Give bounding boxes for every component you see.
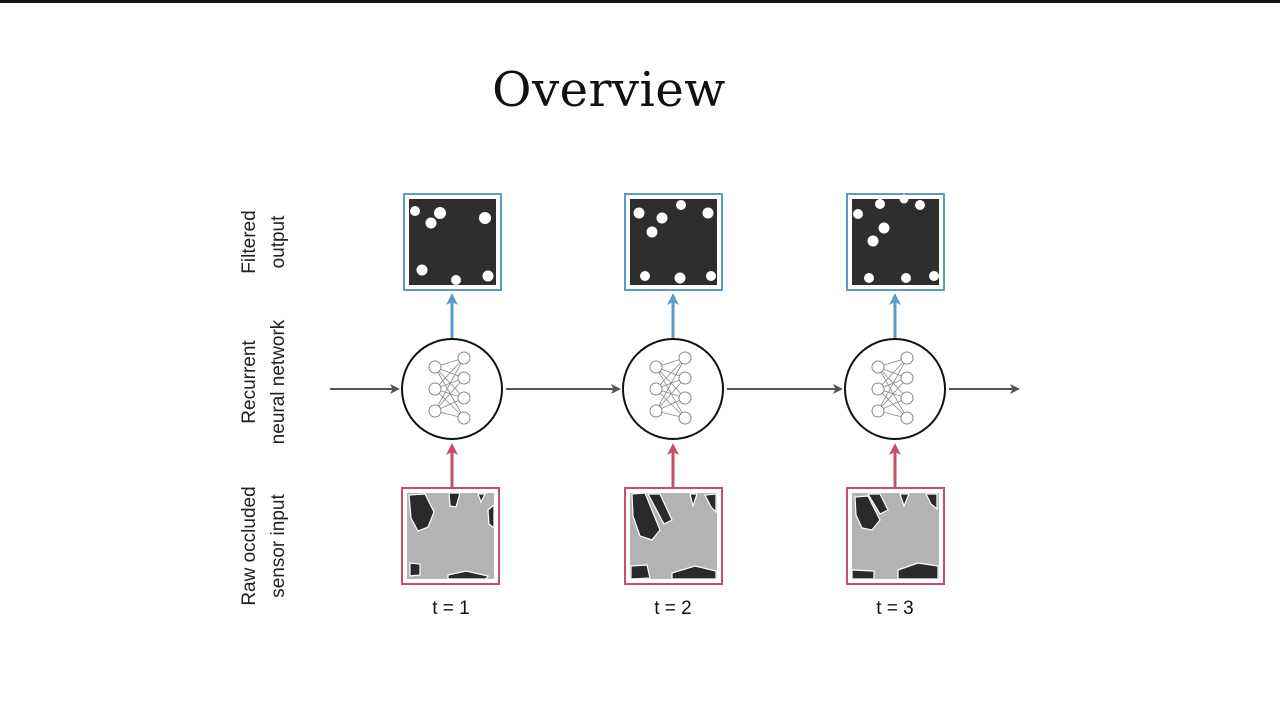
timestep-2: t = 2 <box>622 193 724 619</box>
filtered-output-image <box>852 199 939 285</box>
rnn-cell <box>401 338 503 440</box>
filtered-output-image <box>630 199 717 285</box>
timestep-label: t = 2 <box>654 598 692 619</box>
timestep-label: t = 1 <box>432 598 470 619</box>
timestep-label: t = 3 <box>876 598 914 619</box>
top-border <box>0 0 1280 3</box>
rnn-cell <box>844 338 946 440</box>
rnn-cell <box>622 338 724 440</box>
timestep-3: t = 3 <box>844 193 946 619</box>
slide-title: Overview <box>492 62 726 118</box>
timestep-1: t = 1 <box>401 193 503 619</box>
